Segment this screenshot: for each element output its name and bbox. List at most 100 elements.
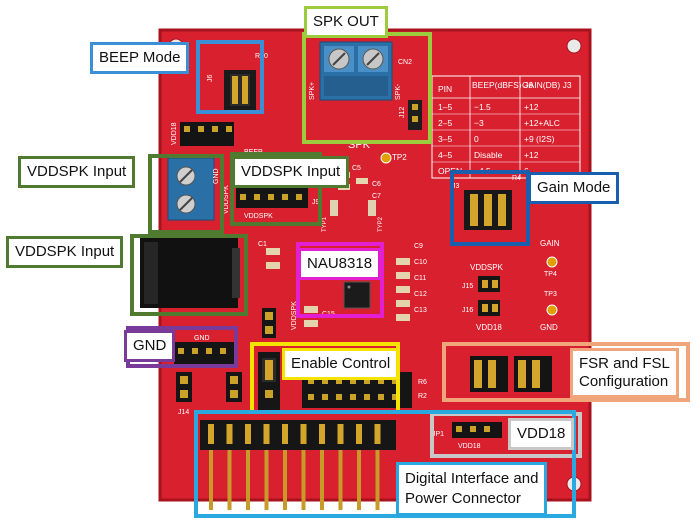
connector-pin-head <box>356 424 362 444</box>
box-vddspk-header <box>230 152 322 226</box>
label-enable-control: Enable Control <box>282 348 400 380</box>
connector-pin-leg <box>375 450 380 510</box>
label-fsr-fsl-line2: Configuration <box>579 373 669 390</box>
label-vddspk-input-terminal: VDDSPK Input <box>18 156 136 188</box>
silk-gnd-right: GND <box>540 323 558 332</box>
silk-j9: J9 <box>312 199 320 206</box>
silk-j14: J14 <box>178 409 189 416</box>
silk-jp1: JP1 <box>432 431 444 438</box>
table-cell: 2–5 <box>438 118 452 128</box>
silk-r4: R4 <box>512 175 521 182</box>
beep-mode-jumper <box>224 70 256 110</box>
label-beep-mode: BEEP Mode <box>90 42 190 74</box>
connector-pin-head <box>300 424 307 444</box>
silk-j3: J3 <box>452 183 460 190</box>
silk-c7: C7 <box>372 193 381 200</box>
silk-vddspk-vertical: VDDSPK <box>291 301 298 330</box>
enable-control-jumper <box>258 352 280 410</box>
silk-cn2: CN2 <box>398 59 412 66</box>
connector-pin-head <box>337 424 344 444</box>
label-fsr-fsl-line1: FSR and FSL <box>579 355 670 372</box>
silk-typ1: TYP1 <box>322 216 328 232</box>
silk-c12: C12 <box>414 291 427 298</box>
spk-out-terminal <box>319 41 393 101</box>
silk-gnd-term: GND <box>213 168 220 184</box>
test-point-tp4 <box>546 256 558 268</box>
connector-pin-leg <box>264 450 269 510</box>
label-digital-interface: Digital Interface and Power Connector <box>396 462 548 516</box>
connector-pin-leg <box>357 450 361 510</box>
silk-c1: C1 <box>258 241 267 248</box>
silk-typ2: TYP2 <box>378 216 384 232</box>
connector-pin-head <box>374 424 381 444</box>
silk-vdd18-header: VDD18 <box>458 443 481 450</box>
silk-spk-minus: SPK- <box>395 83 402 100</box>
header-j15 <box>478 276 500 292</box>
table-cell: +12 <box>524 102 539 112</box>
connector-pin-head <box>263 424 270 444</box>
header-vdd18-bottom <box>452 422 502 438</box>
silk-vdd18-right: VDD18 <box>476 323 502 332</box>
header-j12 <box>408 100 422 130</box>
box-digital-interface <box>194 410 576 518</box>
table-cell: +12+ALC <box>524 118 560 128</box>
label-digital-interface-line1: Digital Interface and <box>405 470 539 487</box>
silk-c10: C10 <box>414 259 427 266</box>
dc-barrel-jack <box>140 238 240 308</box>
digital-interface-connector <box>200 420 396 510</box>
box-vddspk-jack <box>130 234 248 316</box>
silk-c6: C6 <box>372 181 381 188</box>
silk-j15: J15 <box>462 283 473 290</box>
label-spk-out: SPK OUT <box>304 6 388 38</box>
silk-gnd-header: GND <box>194 335 210 342</box>
label-gnd: GND <box>124 330 176 362</box>
label-vddspk-input-header: VDDSPK Input <box>232 156 350 188</box>
table-cell: 4–5 <box>438 150 452 160</box>
box-fsr-fsl <box>442 342 690 402</box>
connector-pin-head <box>319 424 325 444</box>
silk-j6: J6 <box>207 75 214 83</box>
header-j16 <box>478 300 500 316</box>
silk-j16: J16 <box>462 307 473 314</box>
silk-c9: C9 <box>414 243 423 250</box>
silk-vddspk-header: VDDSPK <box>244 213 273 220</box>
silk-tp4: TP4 <box>544 271 557 278</box>
header-vddspk-small <box>262 308 276 338</box>
label-fsr-fsl: FSR and FSL Configuration <box>570 348 679 398</box>
box-nau8318 <box>296 242 384 318</box>
box-gain-mode <box>450 170 530 246</box>
label-vdd18: VDD18 <box>508 418 575 450</box>
connector-pin-head <box>282 424 288 444</box>
header-gnd <box>174 342 236 364</box>
connector-pin-leg <box>209 450 213 510</box>
table-header-pin: PIN <box>438 84 452 94</box>
silk-c5: C5 <box>352 165 361 172</box>
connector-pin-leg <box>227 450 232 510</box>
connector-pin-head <box>226 424 233 444</box>
box-vddspk-terminal <box>148 154 224 234</box>
silk-vdd18-left: VDD18 <box>171 122 178 145</box>
box-beep-mode <box>196 40 264 114</box>
silk-tp2: TP2 <box>392 153 407 162</box>
table-cell: +12 <box>524 150 539 160</box>
table-cell: 1–5 <box>438 102 452 112</box>
silk-c13: C13 <box>414 307 427 314</box>
vddspk-power-terminal <box>167 157 215 221</box>
gain-mode-jumper <box>464 190 512 230</box>
silk-vdd-term: VDDSPK <box>223 185 230 214</box>
table-header-gain: GAIN(DB) J3 <box>522 80 572 90</box>
connector-pin-head <box>208 424 214 444</box>
silk-r2: R2 <box>418 393 427 400</box>
mounting-hole <box>566 38 582 54</box>
connector-pin-leg <box>246 450 250 510</box>
connector-pin-leg <box>320 450 324 510</box>
silk-c11: C11 <box>414 275 426 282</box>
connector-pin-leg <box>338 450 343 510</box>
table-cell: Disable <box>474 150 503 160</box>
label-gain-mode: Gain Mode <box>528 172 620 204</box>
header-vdd18-left <box>180 122 234 146</box>
silk-spk-plus: SPK+ <box>309 82 316 100</box>
label-vddspk-input-jack: VDDSPK Input <box>6 236 124 268</box>
label-digital-interface-line2: Power Connector <box>405 490 521 507</box>
